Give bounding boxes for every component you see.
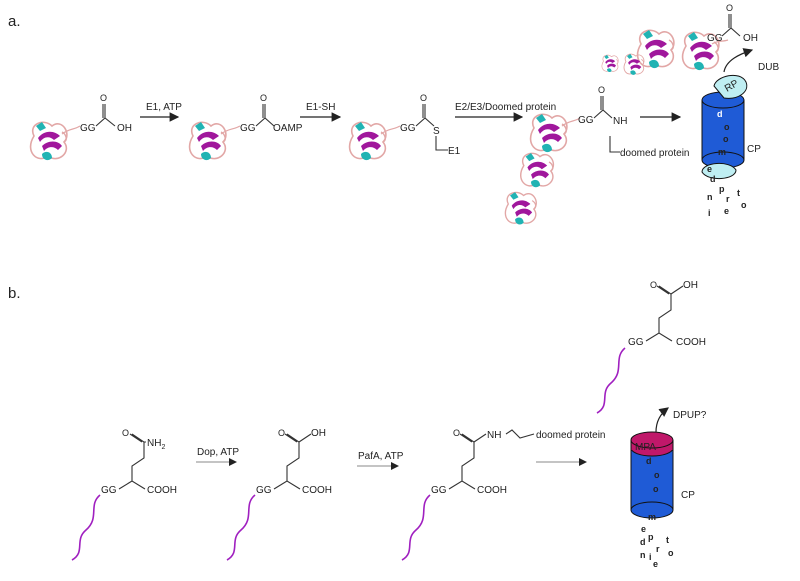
carbonyl-o-label: O (260, 93, 267, 103)
arrow-1-label: E1, ATP (146, 102, 182, 113)
polyubiquitin-chain (504, 113, 581, 226)
pup-tails (71, 347, 626, 561)
oamp-label: OAMP (273, 123, 303, 134)
peptide-letter: o (654, 470, 660, 480)
ubiquitin-structure (29, 121, 81, 161)
carbonyl-o-label: O (726, 3, 733, 13)
peptide-letter: o (653, 484, 659, 494)
gg-label: GG (256, 485, 272, 496)
gg-label: GG (628, 337, 644, 348)
nh-label: NH (487, 430, 501, 441)
doomed-protein-label: doomed protein (536, 430, 606, 441)
carbonyl-o-label: O (650, 280, 657, 290)
peptide-letter: r (656, 544, 660, 554)
cp-label: CP (681, 490, 695, 501)
gg-label: GG (101, 485, 117, 496)
nh2-text: NH (147, 438, 161, 449)
sulfur-label: S (433, 126, 440, 137)
peptide-letter: d (717, 109, 723, 119)
peptide-letter: m (648, 512, 656, 522)
peptide-letter: i (708, 208, 711, 218)
peptide-letter: o (723, 134, 729, 144)
released-ubiquitins (601, 29, 729, 76)
cp-label: CP (747, 144, 761, 155)
panel-a-label: a. (8, 13, 21, 30)
peptide-letter: t (737, 188, 740, 198)
dpup-label: DPUP? (673, 410, 707, 421)
oh-label: OH (743, 33, 758, 44)
degraded-peptides-b: d o o m e d p r o t e i n (640, 456, 674, 569)
nh-label: NH (613, 116, 627, 127)
oh-label: OH (683, 280, 698, 291)
carbonyl-o-label: O (453, 428, 460, 438)
panel-b-label: b. (8, 285, 21, 302)
peptide-letter: d (710, 174, 716, 184)
carbonyl-o-label: O (100, 93, 107, 103)
carbonyl-o-label: O (598, 85, 605, 95)
dpup-arrow (655, 407, 669, 433)
gg-label: GG (431, 485, 447, 496)
nh2-label: NH2 (147, 438, 165, 451)
gg-label: GG (80, 123, 96, 134)
peptide-letter: n (640, 550, 646, 560)
peptide-letter: e (641, 524, 646, 534)
peptide-letter: e (653, 559, 658, 569)
arrow-3-label: E2/E3/Doomed protein (455, 102, 556, 113)
dop-label: Dop, ATP (197, 447, 239, 458)
peptide-letter: p (719, 184, 725, 194)
degraded-peptides-a: d o o m e d p r o t e i n (707, 109, 747, 218)
cooh-label: COOH (302, 485, 332, 496)
carbonyl-o-label: O (420, 93, 427, 103)
peptide-letter: r (726, 194, 730, 204)
peptide-letter: m (718, 147, 726, 157)
dub-arrow (723, 48, 754, 73)
ubiquitin-structure (188, 121, 241, 161)
peptide-letter: p (648, 532, 654, 542)
peptide-letter: o (741, 200, 747, 210)
carbonyl-o-label: O (278, 428, 285, 438)
proteasome-mpa (630, 431, 674, 519)
cooh-label: COOH (477, 485, 507, 496)
doomed-protein-label: doomed protein (620, 148, 690, 159)
oh-label: OH (117, 123, 132, 134)
pafa-label: PafA, ATP (358, 451, 404, 462)
mpa-label: MPA (635, 442, 656, 453)
peptide-letter: e (724, 206, 729, 216)
arrow-2-label: E1-SH (306, 102, 335, 113)
cooh-label: COOH (676, 337, 706, 348)
peptide-letter: o (724, 122, 730, 132)
peptide-letter: i (649, 552, 652, 562)
peptide-letter: o (668, 548, 674, 558)
peptide-letter: e (707, 164, 712, 174)
cooh-label: COOH (147, 485, 177, 496)
carbonyl-o-label: O (122, 428, 129, 438)
peptide-letter: d (646, 456, 652, 466)
peptide-letter: n (707, 192, 713, 202)
e1-label: E1 (448, 146, 461, 157)
ubiquitin-structure (348, 121, 401, 161)
nh2-subscript: 2 (161, 444, 165, 451)
proteasome-26s (701, 74, 748, 179)
gg-label: GG (578, 115, 594, 126)
peptide-letter: d (640, 537, 646, 547)
gg-label: GG (400, 123, 416, 134)
oh-label: OH (311, 428, 326, 439)
dub-label: DUB (758, 62, 779, 73)
gg-label: GG (240, 123, 256, 134)
peptide-letter: t (666, 535, 669, 545)
gg-label: GG (707, 33, 723, 44)
